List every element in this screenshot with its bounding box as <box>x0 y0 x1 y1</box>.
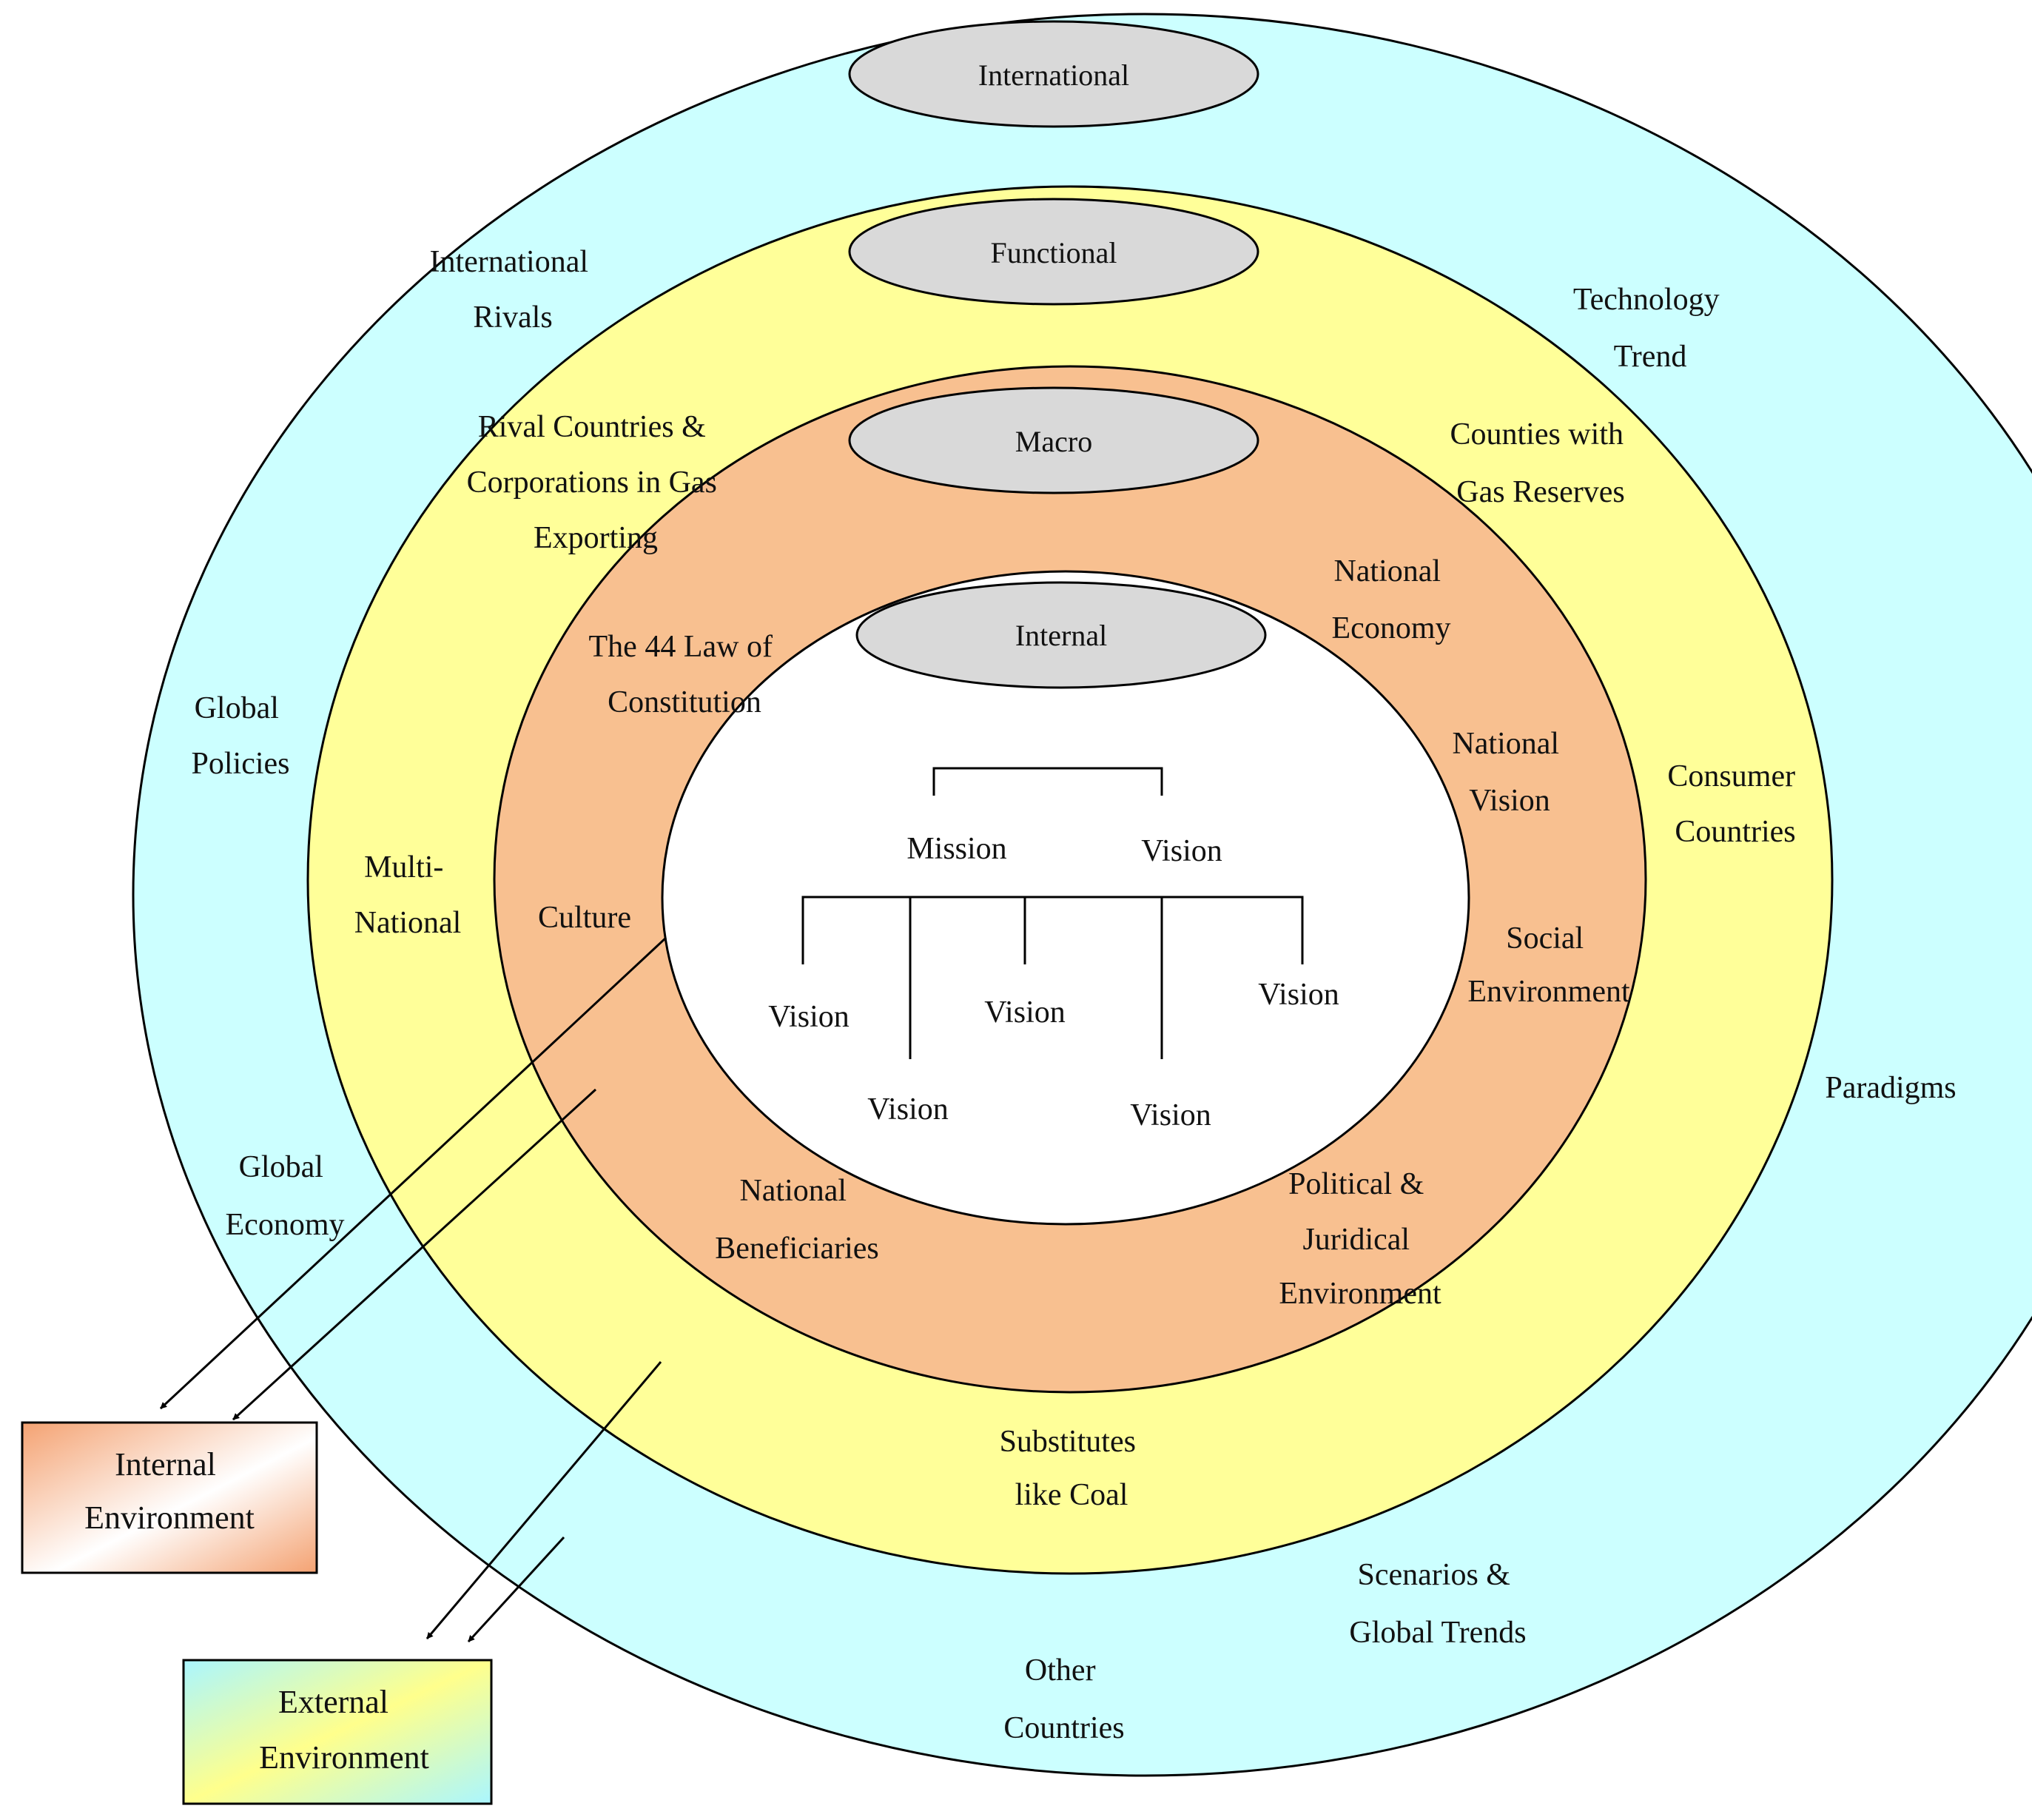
global-policies-label: Global Policies <box>192 691 290 781</box>
level-functional-oval: Functional <box>848 198 1259 306</box>
political-juridical-label: Political & Juridical Environment <box>1279 1167 1441 1311</box>
substitutes-label: Substitutes like Coal <box>1000 1425 1144 1512</box>
arrow-internal-2 <box>232 1088 597 1421</box>
level-functional-label: Functional <box>990 236 1117 269</box>
level-macro-oval: Macro <box>848 386 1259 494</box>
vision-label: Vision <box>1141 834 1222 868</box>
level-international-oval: International <box>848 20 1259 128</box>
sub-vision-4: Vision <box>867 1092 949 1126</box>
legend-internal-label: Internal Environment <box>84 1446 255 1536</box>
hierarchy-connectors <box>801 767 1304 1059</box>
national-vision-label: National Vision <box>1452 727 1567 818</box>
culture-label: Culture <box>538 901 631 935</box>
national-economy-label: National Economy <box>1332 554 1451 645</box>
gas-reserves-label: Counties with Gas Reserves <box>1450 417 1631 509</box>
technology-trend-label: Technology Trend <box>1573 283 1727 374</box>
social-environment-label: Social Environment <box>1467 921 1630 1009</box>
law-44-label: The 44 Law of Constitution <box>589 630 781 719</box>
national-beneficiaries-label: National Beneficiaries <box>715 1174 879 1266</box>
mission-label: Mission <box>906 832 1006 866</box>
sub-vision-3: Vision <box>1258 978 1339 1012</box>
legend-external-label: External Environment <box>259 1684 429 1776</box>
paradigms-label: Paradigms <box>1825 1071 1956 1105</box>
arrows <box>159 936 667 1643</box>
consumer-countries-label: Consumer Countries <box>1667 759 1803 849</box>
international-rivals-label: International Rivals <box>429 245 596 335</box>
sub-vision-1: Vision <box>768 1000 850 1034</box>
multi-national-label: Multi- National <box>354 850 462 940</box>
other-countries-label: Other Countries <box>1003 1653 1124 1745</box>
sub-vision-2: Vision <box>984 995 1066 1030</box>
sub-vision-5: Vision <box>1130 1098 1211 1132</box>
level-macro-label: Macro <box>1015 425 1092 458</box>
level-internal-label: Internal <box>1015 619 1107 652</box>
arrow-internal-1 <box>159 936 667 1410</box>
legend-external-environment: External Environment <box>182 1659 493 1805</box>
level-internal-oval: Internal <box>855 581 1267 689</box>
level-international-label: International <box>978 58 1129 92</box>
arrow-external-1 <box>425 1361 662 1639</box>
legend-internal-environment: Internal Environment <box>21 1421 318 1574</box>
arrow-external-2 <box>467 1536 565 1643</box>
rival-countries-label: Rival Countries & Corporations in Gas Ex… <box>467 410 725 555</box>
scenarios-global-trends-label: Scenarios & Global Trends <box>1349 1558 1526 1650</box>
global-economy-label: Global Economy <box>226 1150 345 1242</box>
